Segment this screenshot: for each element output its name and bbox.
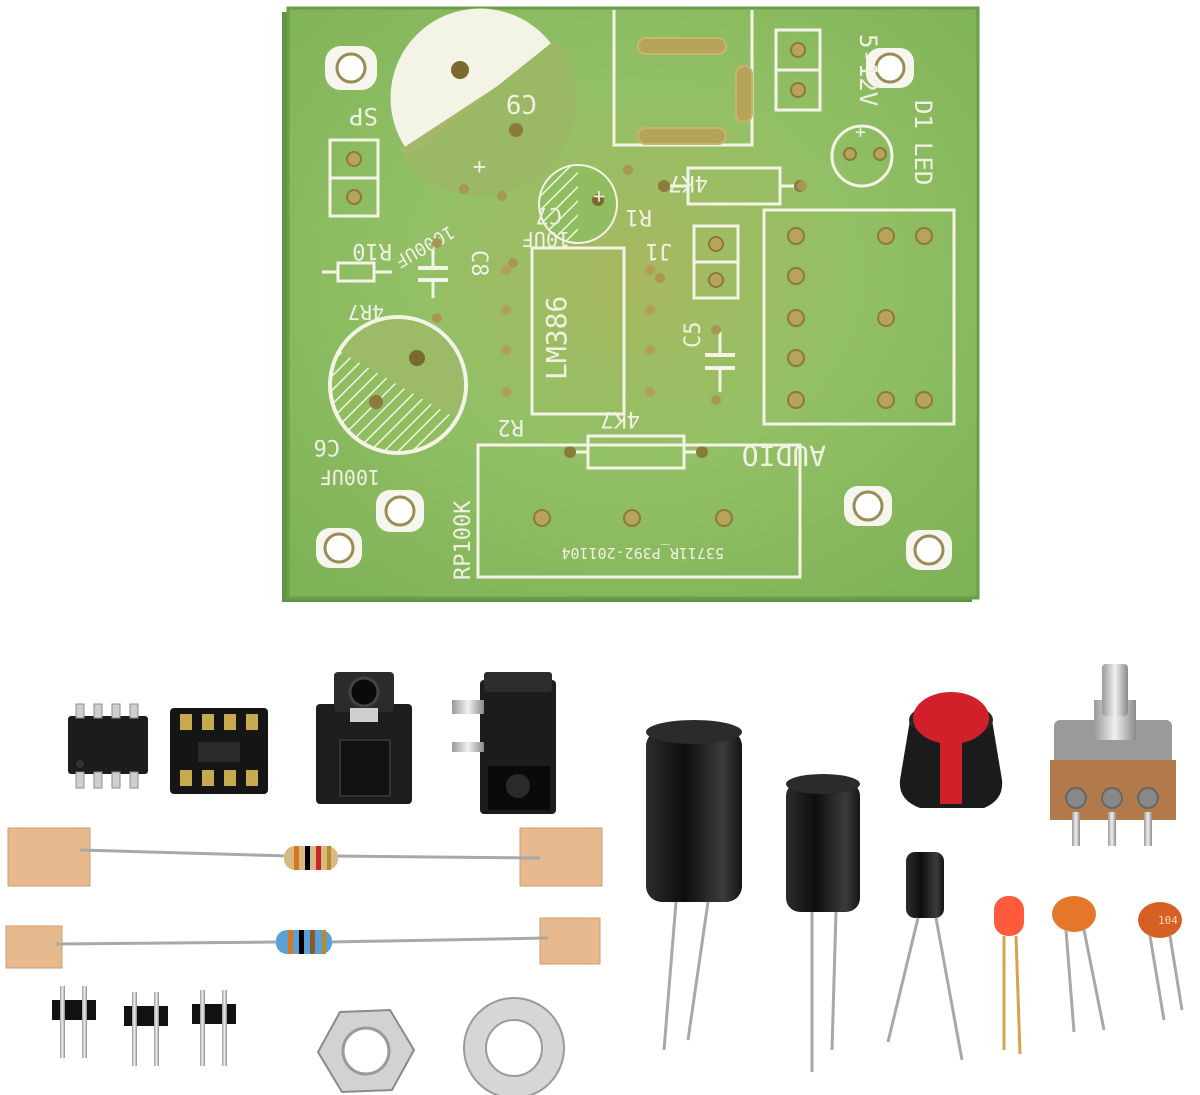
washer <box>463 997 565 1095</box>
sp-connector-footprint: SP <box>328 102 380 218</box>
board-code: 53711R_P392-201104 <box>561 544 724 562</box>
ic-chip <box>68 703 148 789</box>
led-plus: + <box>855 122 866 143</box>
ic-label: LM386 <box>540 296 573 380</box>
r2-label: R2 <box>498 414 525 439</box>
c9-plus: + <box>473 154 486 179</box>
c6-footprint: C6 100UF <box>314 315 468 489</box>
lm386-footprint: LM386 <box>501 246 655 416</box>
c7-footprint: + C7 10UF <box>522 164 618 251</box>
led-label: LED <box>909 142 937 185</box>
c8-footprint: C8 <box>418 250 491 298</box>
capacitor-100uf <box>786 774 860 1072</box>
ic-socket <box>170 708 268 794</box>
rp-label: RP100K <box>451 500 476 580</box>
j1-label: J1 <box>646 238 673 263</box>
red-led <box>994 896 1024 1055</box>
mounting-holes <box>316 46 952 570</box>
j1-footprint: J1 <box>646 224 740 300</box>
audio-jack <box>316 672 412 804</box>
c6-label: C6 <box>314 434 341 459</box>
audio-label: AUDIO <box>742 439 826 472</box>
r1-label: R1 <box>626 204 653 229</box>
potentiometer <box>1050 664 1176 846</box>
d1-label: D1 <box>909 100 937 129</box>
rp100k-footprint: 53711R_P392-201104 RP100K <box>451 443 802 580</box>
ceramic-capacitor-104: 104 <box>1138 902 1184 1021</box>
r10-label: R10 <box>352 238 392 263</box>
c9-label: C9 <box>506 88 537 118</box>
resistor-4k7 <box>7 827 603 887</box>
power-label: 5-12V <box>854 34 882 106</box>
c5-footprint: C5 <box>681 322 735 392</box>
pcb-board: C9 + 1000UF SP R10 4R7 C8 <box>282 6 980 602</box>
r1-footprint: 4K7 R1 <box>626 166 806 229</box>
ceramic-capacitor-1 <box>1052 896 1106 1033</box>
led-footprint: + D1 LED <box>830 100 937 188</box>
ceramic-cap-label: 104 <box>1158 914 1178 927</box>
capacitor-1000uf <box>646 720 742 1051</box>
r1-value: 4K7 <box>668 170 708 195</box>
c7-label: C7 <box>536 202 563 227</box>
r2-footprint: 4K7 R2 <box>498 406 708 470</box>
pin-headers <box>52 986 236 1066</box>
c6-value: 100UF <box>320 465 380 489</box>
sp-label: SP <box>349 102 378 130</box>
c7-plus: + <box>593 185 605 209</box>
resistor-4r7 <box>5 917 601 969</box>
pcb-vias <box>432 165 807 405</box>
power-connector-footprint: 5-12V <box>774 28 882 112</box>
audio-footprint: AUDIO <box>742 208 956 472</box>
c5-label: C5 <box>681 322 706 349</box>
knob <box>899 692 1003 808</box>
dc-jack-footprint <box>612 10 754 147</box>
capacitor-10uf <box>886 852 964 1061</box>
c8-label: C8 <box>466 250 491 277</box>
r2-value: 4K7 <box>600 406 640 431</box>
hex-nut <box>316 1008 416 1094</box>
dc-power-jack <box>452 672 556 814</box>
